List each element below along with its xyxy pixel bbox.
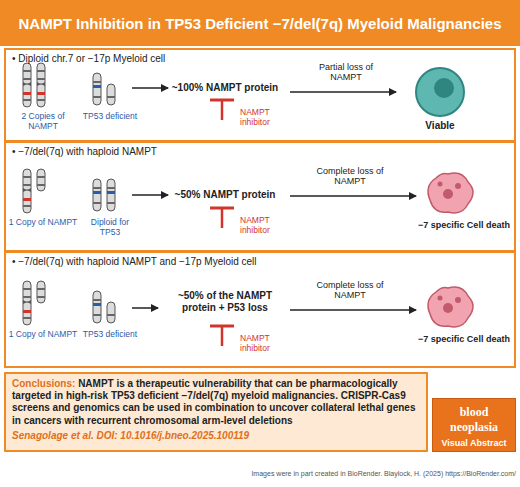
credit-note: Images were in part created in BioRender… (150, 470, 516, 478)
annotation: Diploid for TP53 (80, 218, 140, 238)
logo-name: blood neoplasia (437, 405, 511, 435)
annotation: NAMPT inhibitor (240, 108, 296, 128)
annotation: Complete loss of NAMPT (300, 280, 400, 301)
section-heading: • Diploid chr.7 or −17p Myeloid cell (12, 53, 508, 64)
section-heading: • −7/del(7q) with haploid NAMPT and −17p… (12, 256, 508, 267)
title-text: NAMPT Inhibition in TP53 Deficient −7/de… (0, 0, 520, 46)
annotation: TP53 deficient (80, 330, 140, 340)
conclusion-label: Conclusions: (12, 378, 75, 389)
annotation: −7 specific Cell death (418, 220, 510, 230)
annotation: Viable (410, 120, 470, 132)
annotation: ~100% NAMPT protein (170, 82, 280, 94)
logo-tag: Visual Abstract (437, 438, 511, 448)
annotation: ~50% of the NAMPT protein + P53 loss (162, 290, 288, 313)
annotation: −7 specific Cell death (418, 334, 510, 344)
conclusion-paragraph: Conclusions: NAMPT is a therapeutic vuln… (12, 378, 420, 427)
annotation: 1 Copy of NAMPT (6, 330, 80, 340)
annotation: 1 Copy of NAMPT (6, 218, 80, 228)
citation: Senagolage et al. DOI: 10.1016/j.bneo.20… (12, 430, 420, 441)
logo-box: blood neoplasiaVisual Abstract (432, 398, 516, 452)
conclusion-box: Conclusions: NAMPT is a therapeutic vuln… (4, 372, 428, 452)
annotation: 2 Copies of NAMPT (6, 112, 80, 132)
annotation: ~50% NAMPT protein (170, 189, 280, 201)
section-heading: • −7/del(7q) with haploid NAMPT (12, 146, 508, 157)
annotation: TP53 deficient (80, 112, 140, 122)
annotation: Complete loss of NAMPT (300, 166, 400, 187)
annotation: NAMPT inhibitor (240, 216, 296, 236)
annotation: Partial loss of NAMPT (304, 62, 388, 83)
annotation: NAMPT inhibitor (240, 334, 296, 354)
